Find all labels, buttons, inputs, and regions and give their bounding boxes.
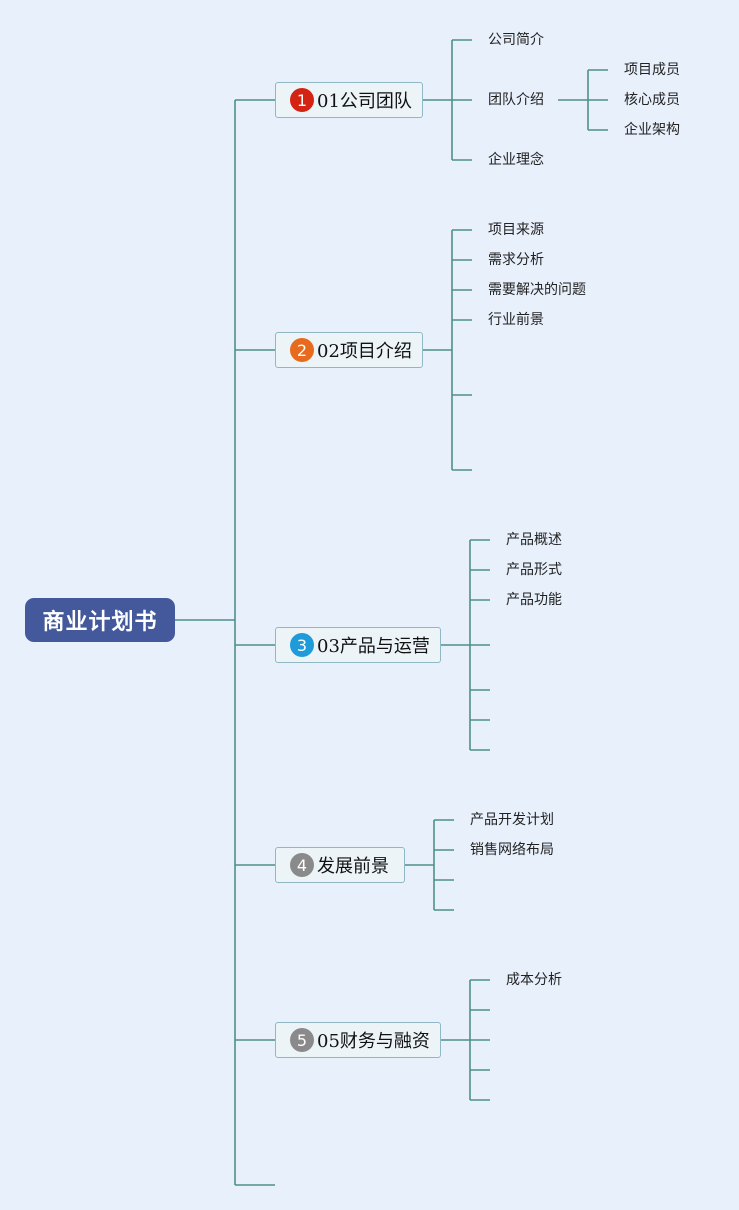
subtopic-t1c2c[interactable]: 企业架构: [624, 122, 680, 138]
topic-label: 发展前景: [317, 856, 389, 877]
subtopic-t5c1[interactable]: 成本分析: [506, 972, 562, 988]
topic-label: 03产品与运营: [317, 636, 430, 657]
topic-label: 01公司团队: [317, 91, 412, 112]
topic-number-badge: 2: [290, 338, 314, 362]
subtopic-t1c3[interactable]: 企业理念: [488, 152, 544, 168]
topic-label: 05财务与融资: [317, 1031, 430, 1052]
subtopic-t1c2a[interactable]: 项目成员: [624, 62, 680, 78]
subtopic-t4c1[interactable]: 产品开发计划: [470, 812, 554, 828]
root-topic[interactable]: 商业计划书: [25, 598, 175, 642]
subtopic-t4c2[interactable]: 销售网络布局: [470, 842, 554, 858]
topic-number-badge: 5: [290, 1028, 314, 1052]
subtopic-t2c3[interactable]: 需要解决的问题: [488, 282, 586, 298]
subtopic-t1c2[interactable]: 团队介绍: [488, 92, 544, 108]
subtopic-t2c4[interactable]: 行业前景: [488, 312, 544, 328]
subtopic-t2c2[interactable]: 需求分析: [488, 252, 544, 268]
topic-label: 02项目介绍: [317, 341, 412, 362]
subtopic-t3c1[interactable]: 产品概述: [506, 532, 562, 548]
topic-number-badge: 4: [290, 853, 314, 877]
subtopic-t1c2b[interactable]: 核心成员: [624, 92, 680, 108]
subtopic-t2c1[interactable]: 项目来源: [488, 222, 544, 238]
topic-number-badge: 3: [290, 633, 314, 657]
subtopic-t3c3[interactable]: 产品功能: [506, 592, 562, 608]
topic-number-badge: 1: [290, 88, 314, 112]
subtopic-t3c2[interactable]: 产品形式: [506, 562, 562, 578]
subtopic-t1c1[interactable]: 公司简介: [488, 32, 544, 48]
